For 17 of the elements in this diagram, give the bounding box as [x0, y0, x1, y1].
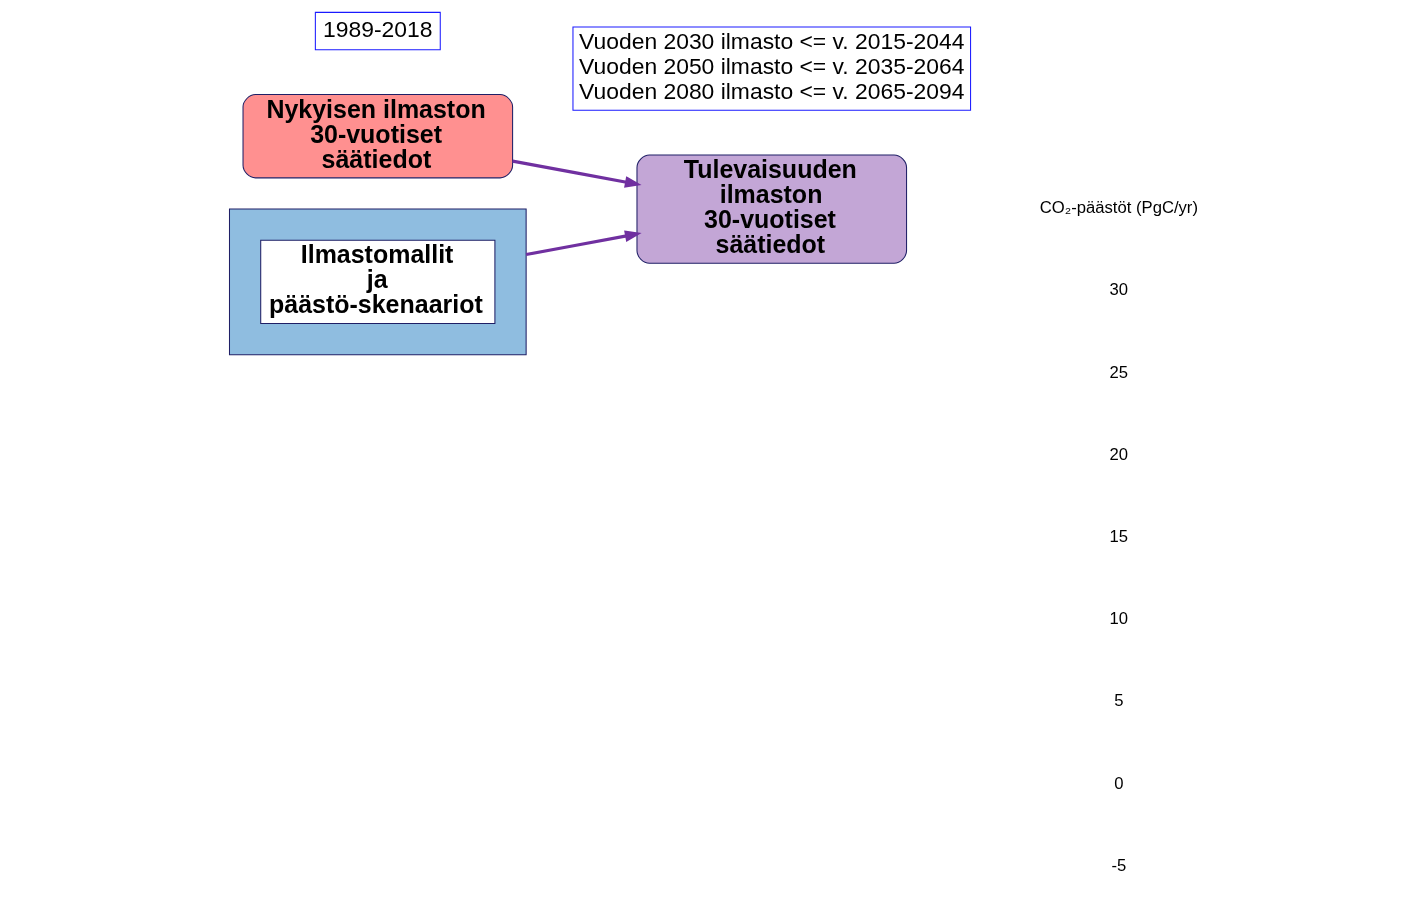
arrow	[511, 159, 642, 188]
label: CO₂-päästöt (PgC/yr)	[1039, 198, 1198, 218]
cluster	[228, 208, 527, 356]
label: 30	[1109, 280, 1128, 300]
label: -5	[1110, 855, 1126, 875]
node-box: Vuoden 2030 ilmasto <= v. 2015-2044 Vuoden 2050 ilmasto <= v. 2035-2064 Vuoden 2080 ilmasto <= v. 2065-2094	[571, 26, 971, 111]
label: 0	[1113, 773, 1124, 793]
node-box: Ilmastomallit ja päästö-skenaariot	[259, 239, 495, 325]
node-box: Tulevaisuuden ilmaston 30-vuotiset säätiedot	[635, 154, 907, 264]
node-box: Nykyisen ilmaston 30-vuotiset säätiedot	[242, 94, 513, 179]
arrow	[525, 230, 642, 257]
label: 25	[1109, 362, 1128, 382]
label: 10	[1109, 609, 1128, 629]
label: 5	[1113, 691, 1124, 711]
node-box: 1989-2018	[314, 11, 441, 51]
label: 20	[1109, 444, 1128, 464]
label: 15	[1109, 526, 1128, 546]
